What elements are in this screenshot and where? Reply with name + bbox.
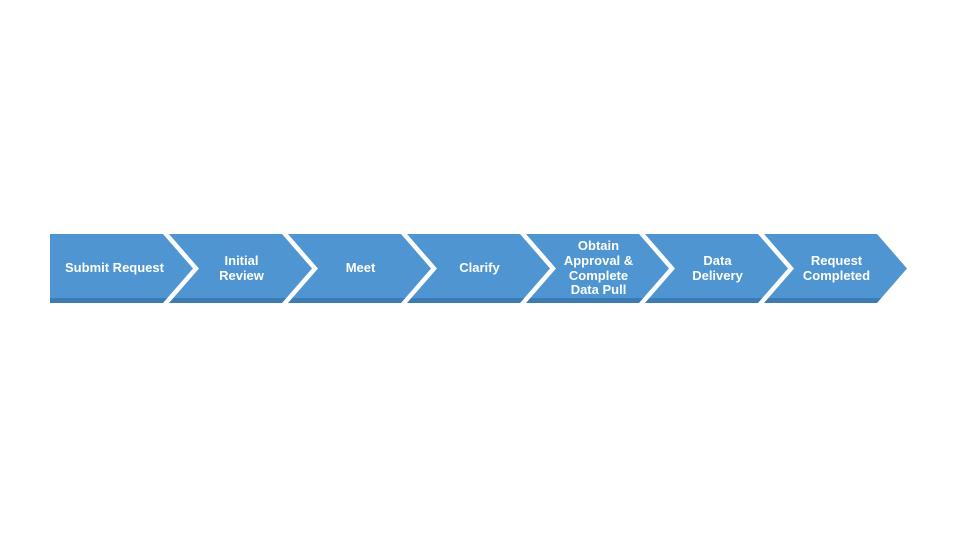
process-step: Request Completed	[764, 234, 907, 303]
process-flow-diagram: Submit Request Initial Review Meet Clarify O…	[50, 234, 907, 303]
process-step: Submit Request	[50, 234, 193, 303]
process-step: Data Delivery	[645, 234, 788, 303]
process-step-label: Clarify	[459, 260, 500, 276]
process-step-label: Meet	[345, 260, 376, 276]
process-step-label: Obtain Approval & Complete Data Pull	[563, 238, 634, 298]
process-step-label: Submit Request	[65, 260, 164, 276]
process-step-label: Data Delivery	[692, 252, 743, 283]
process-step-label: Initial Review	[219, 252, 264, 283]
process-step-label: Request Completed	[802, 252, 871, 283]
